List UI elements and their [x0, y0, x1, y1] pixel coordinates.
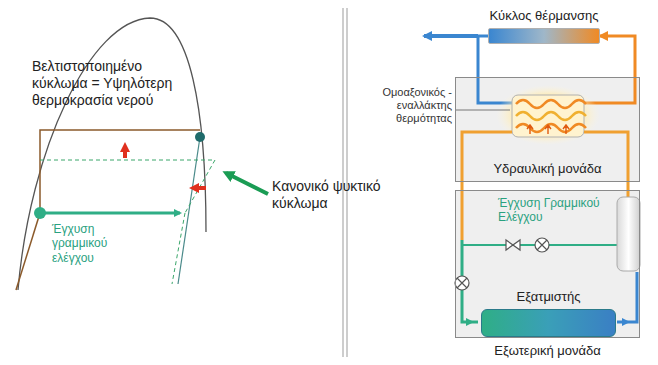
node-label: Κύκλος θέρμανσης	[489, 8, 598, 24]
callout-label: Ομοαξονικός - εναλλάκτης θερμότητας	[360, 86, 452, 126]
hydraulic-unit: Υδραυλική μονάδα	[455, 77, 640, 182]
annotation: Έγχυση γραμμικού ελέγχου	[52, 222, 124, 265]
radiator: Κύκλος θέρμανσης	[488, 28, 600, 44]
outdoor-unit: Εξωτερική μονάδαΕξατμιστής	[455, 190, 640, 338]
pipe-connector	[600, 36, 635, 77]
evaporator: Εξατμιστής	[481, 309, 616, 337]
node-label: Υδραυλική μονάδα	[493, 161, 601, 177]
annotation: Έγχυση Γραμμικού Ελέγχου	[498, 196, 608, 225]
annotation: Κανονικό ψυκτικό κύκλωμα	[272, 178, 384, 212]
pipe-connector	[478, 36, 488, 77]
node-label: Εξωτερική μονάδα	[494, 343, 601, 359]
node-label: Εξατμιστής	[517, 289, 581, 305]
annotation: Βελτιστοποιημένο κύκλωμα = Υψηλότερη θερ…	[32, 58, 192, 108]
